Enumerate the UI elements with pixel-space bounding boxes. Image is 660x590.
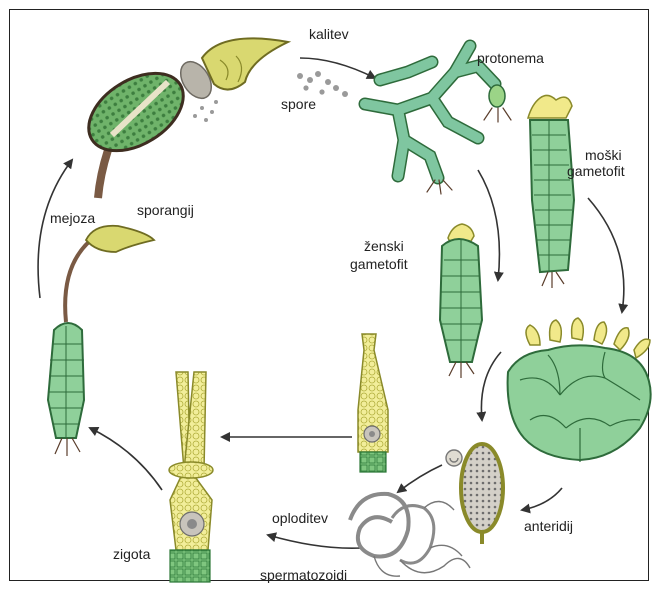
antheridium-capsule — [461, 444, 503, 532]
label-sporangij: sporangij — [137, 202, 194, 218]
sporophyte-seta — [65, 236, 96, 322]
arrow-to-anteridij — [481, 352, 501, 420]
label-spermatozoidi: spermatozoidi — [260, 567, 347, 583]
label-kalitev: kalitev — [309, 26, 349, 42]
label-protonema: protonema — [477, 50, 544, 66]
calyptra — [202, 38, 288, 89]
antheridium-detail — [461, 444, 503, 544]
label-spore: spore — [281, 96, 316, 112]
sporophyte-capsule — [86, 226, 154, 252]
protonema — [365, 46, 511, 194]
label-oploditev: oploditev — [272, 510, 328, 526]
arrow-kalitev — [300, 58, 375, 78]
archegonium-egg — [358, 334, 388, 472]
arrow-anteridij-to-sperm — [522, 488, 562, 510]
male-gametophyte-stem — [530, 120, 574, 272]
sperm-coil-2 — [392, 506, 434, 564]
arrow-to-zenski — [478, 170, 499, 280]
label-mejoza: mejoza — [50, 210, 95, 226]
antheridia-cluster — [508, 318, 651, 462]
sperm-coil-1 — [350, 494, 409, 557]
sperm-tails — [374, 501, 470, 576]
label-zenski-line1: ženski — [364, 238, 404, 254]
arrow-zigota-to-sporophyte — [90, 428, 162, 490]
male-gametophyte — [528, 95, 574, 288]
sporophyte-on-gametophyte — [48, 226, 154, 456]
capsule-seta — [98, 150, 108, 198]
label-moski-line1: moški — [585, 147, 622, 163]
archegonium-zygote — [169, 372, 213, 582]
male-gametophyte-tip — [528, 95, 572, 118]
arrow-to-moski — [588, 198, 624, 312]
female-gametophyte — [440, 224, 482, 378]
sporangium-open — [75, 38, 348, 198]
label-zigota: zigota — [113, 546, 150, 562]
antheridia-rosette — [508, 345, 651, 460]
label-anteridij: anteridij — [524, 518, 573, 534]
protonema-bud — [489, 85, 505, 107]
label-zenski-line2: gametofit — [350, 256, 408, 272]
arrow-oploditev-to-zigota — [268, 535, 362, 548]
label-moski-line2: gametofit — [567, 163, 625, 179]
arrow-to-oploditev — [398, 465, 442, 492]
